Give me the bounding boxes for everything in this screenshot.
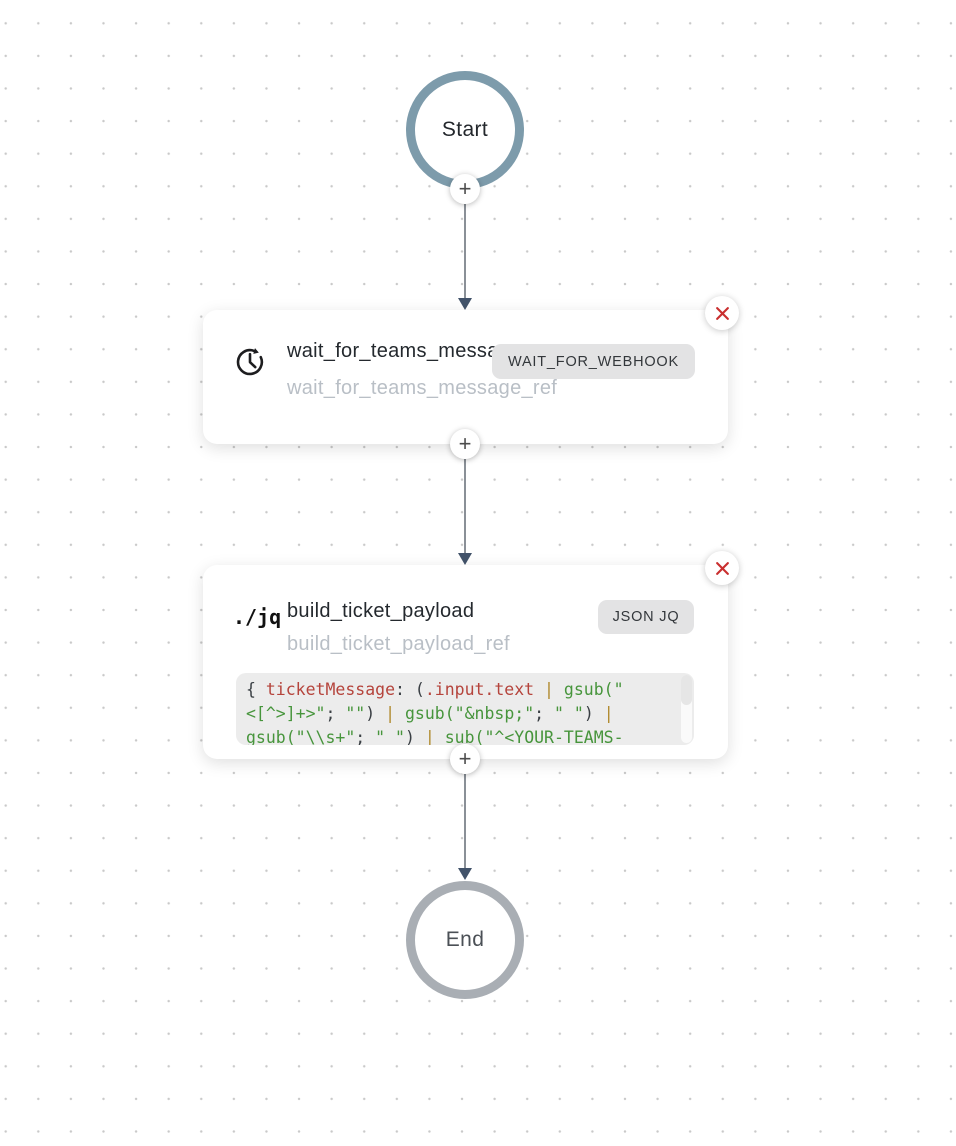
delete-task2-button[interactable]: [705, 551, 739, 585]
task2-title: build_ticket_payload: [287, 600, 475, 622]
task1-type-badge: WAIT_FOR_WEBHOOK: [492, 344, 695, 379]
edge-task2-to-end: [464, 774, 466, 869]
jq-code: { ticketMessage: (.input.text | gsub("<[…: [246, 680, 624, 745]
delete-task1-button[interactable]: [705, 296, 739, 330]
jq-expression-code-block[interactable]: { ticketMessage: (.input.text | gsub("<[…: [236, 673, 694, 745]
task-card-build-ticket-payload[interactable]: ./jq build_ticket_payload JSON JQ build_…: [203, 565, 728, 759]
add-task-after-task1-button[interactable]: +: [450, 429, 480, 459]
plus-icon: +: [458, 431, 472, 456]
edge-start-to-task1-arrowhead-icon: [458, 298, 472, 310]
code-scrollbar-track[interactable]: [681, 675, 692, 743]
edge-task1-to-task2-arrowhead-icon: [458, 553, 472, 565]
code-scrollbar-thumb[interactable]: [681, 675, 692, 705]
edge-task1-to-task2: [464, 459, 466, 554]
start-node[interactable]: Start: [406, 71, 524, 189]
task2-type-badge: JSON JQ: [598, 600, 694, 634]
task-card-wait-for-teams-message[interactable]: wait_for_teams_message WAIT_FOR_WEBHOOK …: [203, 310, 728, 444]
jq-text-icon: ./jq: [233, 605, 282, 629]
plus-icon: +: [458, 746, 472, 771]
add-task-after-task2-button[interactable]: +: [450, 744, 480, 774]
edge-task2-to-end-arrowhead-icon: [458, 868, 472, 880]
add-task-after-start-button[interactable]: +: [450, 174, 480, 204]
task1-title: wait_for_teams_message: [287, 340, 522, 362]
task1-ref: wait_for_teams_message_ref: [287, 377, 558, 399]
close-icon: [715, 306, 729, 320]
clock-history-icon: [233, 344, 267, 378]
end-node-label: End: [445, 928, 485, 951]
end-node[interactable]: End: [406, 881, 524, 999]
start-node-label: Start: [441, 118, 489, 141]
plus-icon: +: [458, 176, 472, 201]
close-icon: [715, 561, 729, 575]
task2-ref: build_ticket_payload_ref: [287, 633, 510, 655]
edge-start-to-task1: [464, 204, 466, 299]
